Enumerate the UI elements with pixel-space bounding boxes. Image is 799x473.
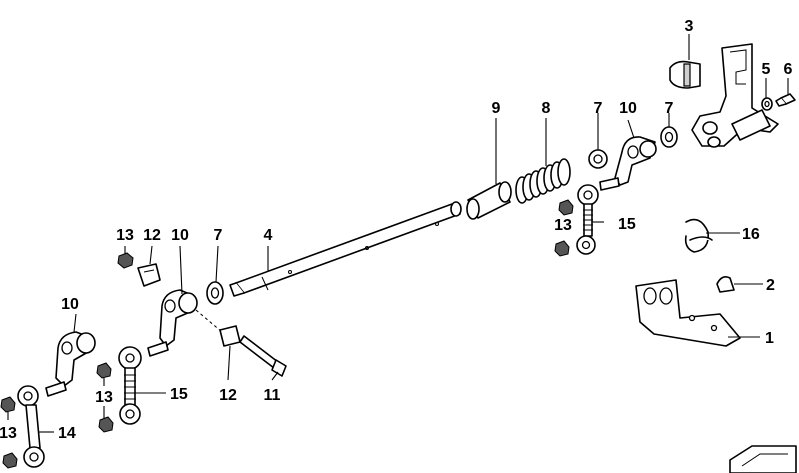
selector-bracket-assembly <box>691 43 779 148</box>
callout-11: 11 <box>264 387 281 404</box>
clip-part-12-lower <box>219 325 241 347</box>
callout-7-center: 7 <box>214 227 223 244</box>
lever-part-10-center <box>147 289 198 357</box>
washer-part-7-right-a <box>588 149 608 169</box>
nut-part-13-right-a <box>558 199 574 216</box>
washer-part-5 <box>761 97 773 111</box>
callout-numbers: 3 5 6 9 8 7 10 7 13 15 16 2 1 13 12 10 7… <box>0 18 793 442</box>
clip-part-16 <box>684 218 713 253</box>
washer-part-7-right-b <box>660 126 678 148</box>
bolt-part-11 <box>239 335 287 377</box>
callout-6: 6 <box>784 61 793 78</box>
lever-part-10-left <box>45 331 96 397</box>
callout-16: 16 <box>742 226 760 243</box>
nut-part-13-right-b <box>554 240 570 257</box>
callout-13-right: 13 <box>554 217 572 234</box>
sleeve-part-9 <box>466 181 512 220</box>
nut-part-13-center <box>117 252 134 269</box>
callout-4: 4 <box>264 227 273 244</box>
leader-lines <box>7 34 789 433</box>
lever-part-10-right <box>599 136 657 191</box>
cap-nut-part-2 <box>716 276 735 293</box>
shift-shaft-part-4 <box>229 201 462 297</box>
bracket-part-1 <box>635 279 741 347</box>
nut-part-13-left-a <box>0 396 16 413</box>
callout-14: 14 <box>58 425 76 442</box>
washer-part-7-center <box>206 281 224 305</box>
callout-13-center-top: 13 <box>116 227 134 244</box>
spring-part-8 <box>515 158 571 204</box>
screw-part-6 <box>775 93 796 107</box>
callout-10-center: 10 <box>171 227 189 244</box>
callout-2: 2 <box>766 277 775 294</box>
callout-12-center: 12 <box>143 227 161 244</box>
callout-8: 8 <box>542 100 551 117</box>
bushing-part-3 <box>669 60 701 89</box>
callout-10-left: 10 <box>61 296 79 313</box>
callout-13-center: 13 <box>95 389 113 406</box>
clip-part-12-center <box>137 263 161 287</box>
callout-13-left: 13 <box>0 425 17 442</box>
nut-part-13-center-a <box>96 362 112 379</box>
callout-12-lower: 12 <box>219 387 237 404</box>
callout-5: 5 <box>762 61 771 78</box>
nut-part-13-center-b <box>98 416 114 433</box>
callout-15-right: 15 <box>618 216 636 233</box>
callout-3: 3 <box>685 18 694 35</box>
linkage-rod-part-15-right <box>576 184 599 255</box>
callout-7-right-b: 7 <box>665 100 674 117</box>
nut-part-13-left-b <box>2 452 18 469</box>
diagram-logo-icon <box>729 445 797 473</box>
linkage-part-14 <box>17 385 45 468</box>
callout-7-right-a: 7 <box>594 100 603 117</box>
callout-15-center: 15 <box>170 386 188 403</box>
callout-9: 9 <box>492 100 501 117</box>
callout-10-right: 10 <box>619 100 637 117</box>
callout-1: 1 <box>765 330 774 347</box>
linkage-rod-part-15-center <box>118 346 142 425</box>
